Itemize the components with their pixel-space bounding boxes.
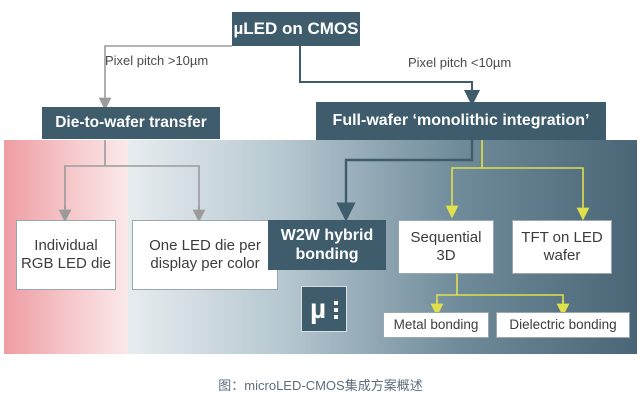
arrow-left-branch bbox=[64, 140, 200, 214]
arrow-to-sequential bbox=[445, 140, 483, 219]
dielectric-bonding-box: Dielectric bonding bbox=[496, 312, 630, 338]
one-led-die-box: One LED die per display per color bbox=[132, 220, 278, 290]
w2w-box: W2W hybrid bonding bbox=[268, 220, 386, 270]
monolithic-box: Full-wafer ‘monolithic integration’ bbox=[316, 102, 606, 140]
micro-logo-mu: µ bbox=[310, 293, 327, 324]
die-to-wafer-box: Die-to-wafer transfer bbox=[42, 107, 220, 139]
pixel-pitch-large-label: Pixel pitch >10µm bbox=[105, 53, 209, 68]
logo-dot bbox=[334, 301, 338, 305]
logo-dot bbox=[334, 308, 338, 312]
figure-caption: 图：microLED-CMOS集成方案概述 bbox=[218, 378, 423, 393]
arrow-to-monolithic bbox=[299, 46, 480, 106]
logo-dot bbox=[334, 315, 338, 319]
arrow-to-bonding bbox=[436, 274, 564, 308]
arrow-to-tft bbox=[482, 167, 590, 221]
micro-logo: µ bbox=[301, 286, 347, 332]
top-box: µLED on CMOS bbox=[232, 12, 360, 46]
arrow-to-die-to-wafer bbox=[98, 45, 232, 111]
metal-bonding-box: Metal bonding bbox=[383, 312, 489, 338]
arrow-to-w2w bbox=[336, 140, 474, 222]
sequential-3d-box: Sequential 3D bbox=[398, 220, 494, 274]
individual-rgb-box: Individual RGB LED die bbox=[16, 220, 116, 290]
tft-box: TFT on LED wafer bbox=[512, 220, 612, 274]
pixel-pitch-small-label: Pixel pitch <10µm bbox=[408, 55, 512, 70]
